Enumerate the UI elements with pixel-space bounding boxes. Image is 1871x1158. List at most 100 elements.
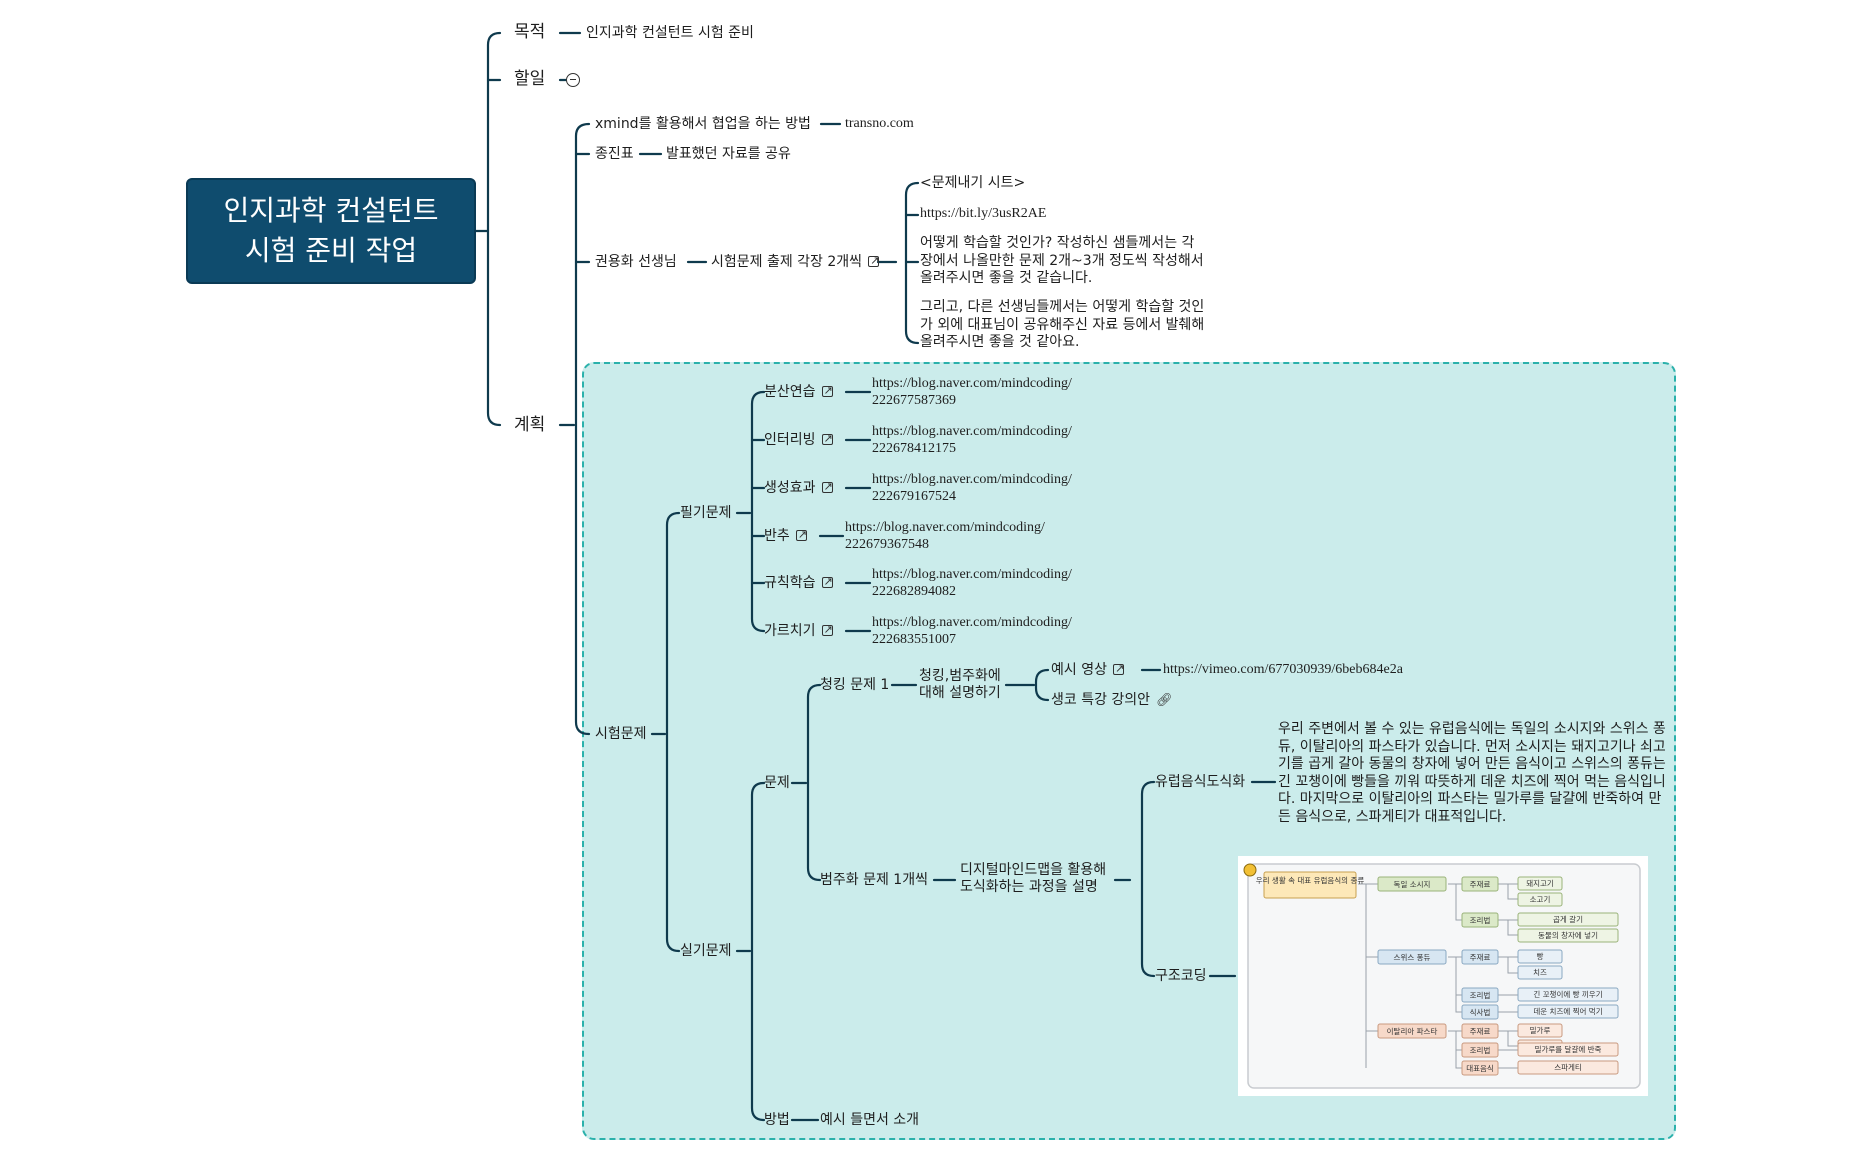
external-link-icon[interactable] [795, 526, 807, 544]
topic-todo[interactable]: 할일 [514, 69, 546, 89]
written-item-label[interactable]: 분산연습 [764, 382, 833, 401]
xmind-value[interactable]: transno.com [845, 116, 914, 131]
external-link-icon[interactable] [821, 573, 833, 591]
item-label: 생성효과 [764, 480, 816, 496]
url-part: https://blog.naver.com/mindcoding/ [872, 615, 1072, 630]
map-cook: 조리법 [1470, 990, 1491, 1000]
written-item-url[interactable]: https://blog.naver.com/mindcoding/222678… [872, 423, 1072, 457]
central-topic[interactable]: 인지과학 컨설턴트 시험 준비 작업 [186, 178, 476, 284]
desc-line: 대해 설명하기 [919, 685, 1001, 701]
url-part: https://blog.naver.com/mindcoding/ [872, 376, 1072, 391]
item-label: 인터리빙 [764, 432, 816, 448]
written-item-label[interactable]: 규칙학습 [764, 573, 833, 592]
progress-value[interactable]: 발표했던 자료를 공유 [666, 146, 791, 162]
teacher-note-text1[interactable]: 어떻게 학습할 것인가? 작성하신 샘들께서는 각 장에서 나올만한 문제 2개… [920, 235, 1204, 287]
map-skewer: 긴 꼬챙이에 빵 끼우기 [1533, 989, 1602, 999]
xmind-topic[interactable]: xmind를 활용해서 협업을 하는 방법 [595, 116, 811, 132]
map-pork: 돼지고기 [1526, 879, 1554, 888]
topic-purpose[interactable]: 목적 [514, 22, 546, 42]
external-link-icon[interactable] [821, 621, 833, 639]
external-link-icon[interactable] [821, 430, 833, 448]
category-topic[interactable]: 범주화 문제 1개씩 [820, 872, 928, 888]
desc-line: 청킹,범주화에 [919, 668, 1001, 684]
teacher-note-text2[interactable]: 그리고, 다른 선생님들께서는 어떻게 학습할 것인가 외에 대표님이 공유해주… [920, 299, 1205, 351]
item-label: 규칙학습 [764, 575, 816, 591]
map-bread: 빵 [1537, 951, 1544, 961]
map-dip: 데운 치즈에 찍어 먹기 [1533, 1006, 1602, 1016]
url-part: 222682894082 [872, 584, 956, 599]
written-item-url[interactable]: https://blog.naver.com/mindcoding/222682… [872, 566, 1072, 600]
video-label: 예시 영상 [1051, 662, 1107, 678]
url-part: https://blog.naver.com/mindcoding/ [872, 567, 1072, 582]
external-link-icon[interactable] [821, 478, 833, 496]
topic-plan[interactable]: 계획 [514, 415, 546, 435]
method-value[interactable]: 예시 들면서 소개 [820, 1112, 920, 1128]
teacher-task-label: 시험문제 출제 각장 2개씩 [711, 254, 863, 270]
exam-topic[interactable]: 시험문제 [595, 726, 647, 742]
item-label: 가르치기 [764, 623, 816, 639]
problem-topic[interactable]: 문제 [764, 775, 790, 791]
url-part: https://blog.naver.com/mindcoding/ [845, 520, 1045, 535]
structure-topic[interactable]: 구조코딩 [1155, 968, 1207, 984]
desc-line: 디지털마인드맵을 활용해 [960, 862, 1107, 878]
url-part: https://blog.naver.com/mindcoding/ [872, 424, 1072, 439]
url-part: 222679167524 [872, 489, 956, 504]
food-topic[interactable]: 유럽음식도식화 [1155, 774, 1246, 790]
structure-map-svg: 우리 생활 속 대표 유럽음식의 종류 독일 소시지 스위스 퐁듀 이탈리아 파… [1243, 863, 1641, 1089]
progress-topic[interactable]: 종진표 [595, 146, 634, 162]
teacher-note-sheet[interactable]: <문제내기 시트> [920, 175, 1026, 191]
map-main: 주재료 [1470, 880, 1491, 889]
external-link-icon[interactable] [868, 252, 879, 270]
written-topic[interactable]: 필기문제 [680, 505, 732, 521]
map-grind: 곱게 갈기 [1553, 914, 1583, 924]
external-link-icon[interactable] [1112, 660, 1124, 678]
written-item-url[interactable]: https://blog.naver.com/mindcoding/222679… [845, 519, 1045, 553]
chunking-topic[interactable]: 청킹 문제 1 [820, 677, 890, 693]
central-topic-line2: 시험 준비 작업 [244, 234, 418, 267]
map-cook: 조리법 [1470, 1045, 1491, 1055]
purpose-value[interactable]: 인지과학 컨설턴트 시험 준비 [586, 25, 754, 41]
method-topic[interactable]: 방법 [764, 1112, 790, 1128]
url-part: 222679367548 [845, 537, 929, 552]
video-topic[interactable]: 예시 영상 [1051, 660, 1124, 679]
map-intestine: 동물의 창자에 넣기 [1538, 930, 1598, 940]
map-cook: 조리법 [1470, 915, 1491, 925]
map-spaghetti: 스파게티 [1554, 1062, 1582, 1072]
collapse-circle-icon[interactable] [566, 73, 580, 87]
url-part: https://blog.naver.com/mindcoding/ [872, 472, 1072, 487]
map-root-text: 우리 생활 속 대표 유럽음식의 종류 [1256, 875, 1365, 885]
url-part: 222683551007 [872, 632, 956, 647]
written-item-label[interactable]: 인터리빙 [764, 430, 833, 449]
food-text[interactable]: 우리 주변에서 볼 수 있는 유럽음식에는 독일의 소시지와 스위스 퐁듀, 이… [1278, 721, 1666, 825]
video-url[interactable]: https://vimeo.com/677030939/6beb684e2a [1163, 662, 1403, 677]
map-sausage: 독일 소시지 [1394, 880, 1431, 889]
teacher-task[interactable]: 시험문제 출제 각장 2개씩 [711, 252, 879, 271]
map-rep: 대표음식 [1466, 1064, 1494, 1073]
written-item-label[interactable]: 가르치기 [764, 621, 833, 640]
external-link-icon[interactable] [821, 382, 833, 400]
written-item-url[interactable]: https://blog.naver.com/mindcoding/222679… [872, 471, 1072, 505]
map-main: 주재료 [1470, 1027, 1491, 1036]
item-label: 반추 [764, 528, 790, 544]
lecture-label: 생코 특강 강의안 [1051, 692, 1151, 708]
lecture-topic[interactable]: 생코 특강 강의안 🔗︎ [1051, 691, 1173, 710]
item-label: 분산연습 [764, 384, 816, 400]
written-item-label[interactable]: 반추 [764, 526, 807, 545]
map-beef: 소고기 [1530, 895, 1551, 904]
map-cheese: 치즈 [1533, 968, 1547, 977]
practical-topic[interactable]: 실기문제 [680, 943, 732, 959]
attachment-icon[interactable]: 🔗︎ [1156, 693, 1173, 708]
structure-map-image[interactable]: 우리 생활 속 대표 유럽음식의 종류 독일 소시지 스위스 퐁듀 이탈리아 파… [1238, 856, 1648, 1096]
written-item-url[interactable]: https://blog.naver.com/mindcoding/222683… [872, 614, 1072, 648]
teacher-topic[interactable]: 권용화 선생님 [595, 254, 677, 270]
url-part: 222677587369 [872, 393, 956, 408]
teacher-note-url[interactable]: https://bit.ly/3usR2AE [920, 206, 1047, 221]
written-item-url[interactable]: https://blog.naver.com/mindcoding/222677… [872, 375, 1072, 409]
map-eat: 식사법 [1470, 1007, 1491, 1017]
written-item-label[interactable]: 생성효과 [764, 478, 833, 497]
desc-line: 도식화하는 과정을 설명 [960, 879, 1098, 895]
map-pasta: 이탈리아 파스타 [1387, 1026, 1438, 1036]
